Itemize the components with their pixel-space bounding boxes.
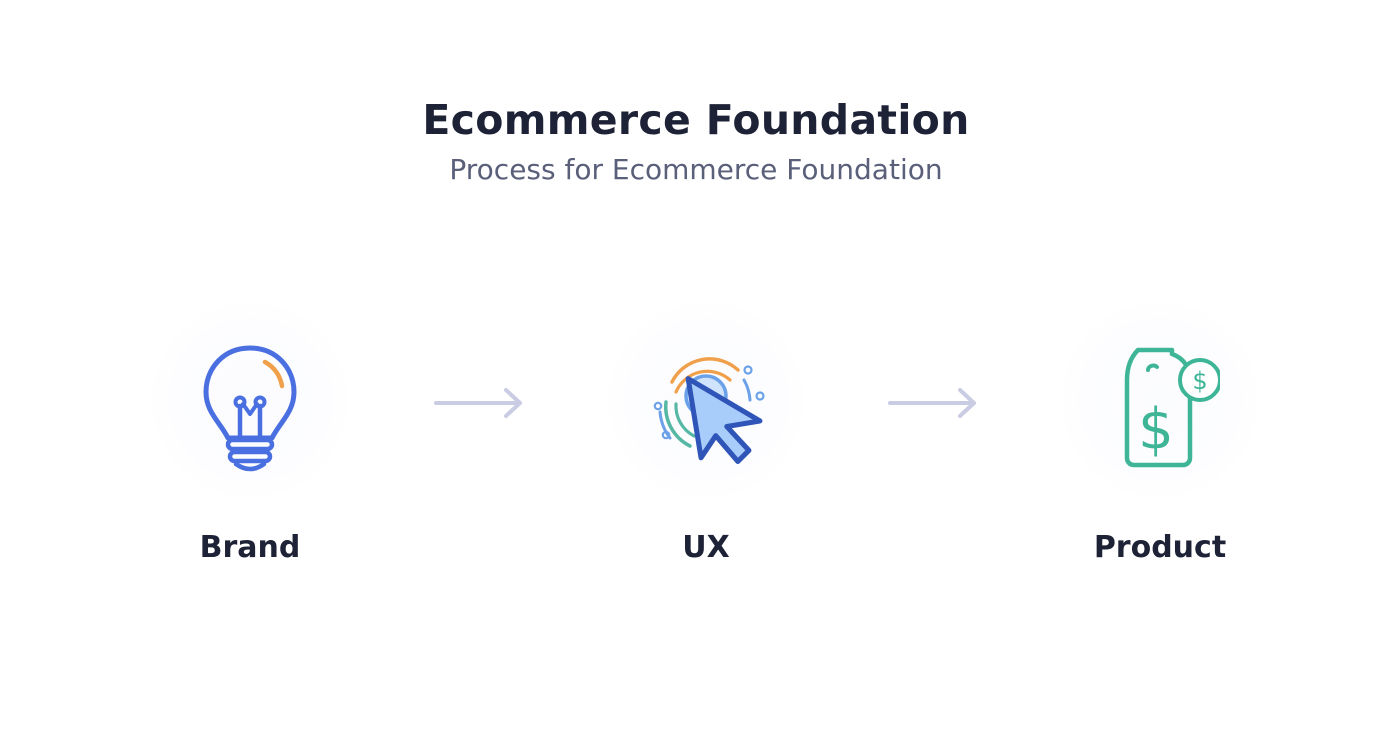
- process-step-product: $ $ Product: [1030, 300, 1290, 590]
- svg-text:$: $: [1138, 397, 1174, 462]
- header: Ecommerce Foundation Process for Ecommer…: [0, 92, 1392, 190]
- process-step-ux: UX: [576, 300, 836, 590]
- process-step-brand: Brand: [120, 300, 380, 590]
- page-subtitle: Process for Ecommerce Foundation: [449, 153, 943, 186]
- cursor-click-icon: [653, 357, 765, 464]
- step-glow: [150, 300, 350, 500]
- page-title: Ecommerce Foundation: [422, 96, 970, 144]
- step-label-brand: Brand: [199, 530, 301, 565]
- price-tag-dollar-icon: $ $: [1124, 347, 1220, 468]
- lightbulb-icon: [203, 345, 297, 472]
- step-label-ux: UX: [682, 530, 730, 565]
- arrow-right-icon: [434, 388, 522, 418]
- svg-text:$: $: [1192, 367, 1207, 395]
- arrow-right-icon: [888, 388, 976, 418]
- step-label-product: Product: [1093, 530, 1227, 565]
